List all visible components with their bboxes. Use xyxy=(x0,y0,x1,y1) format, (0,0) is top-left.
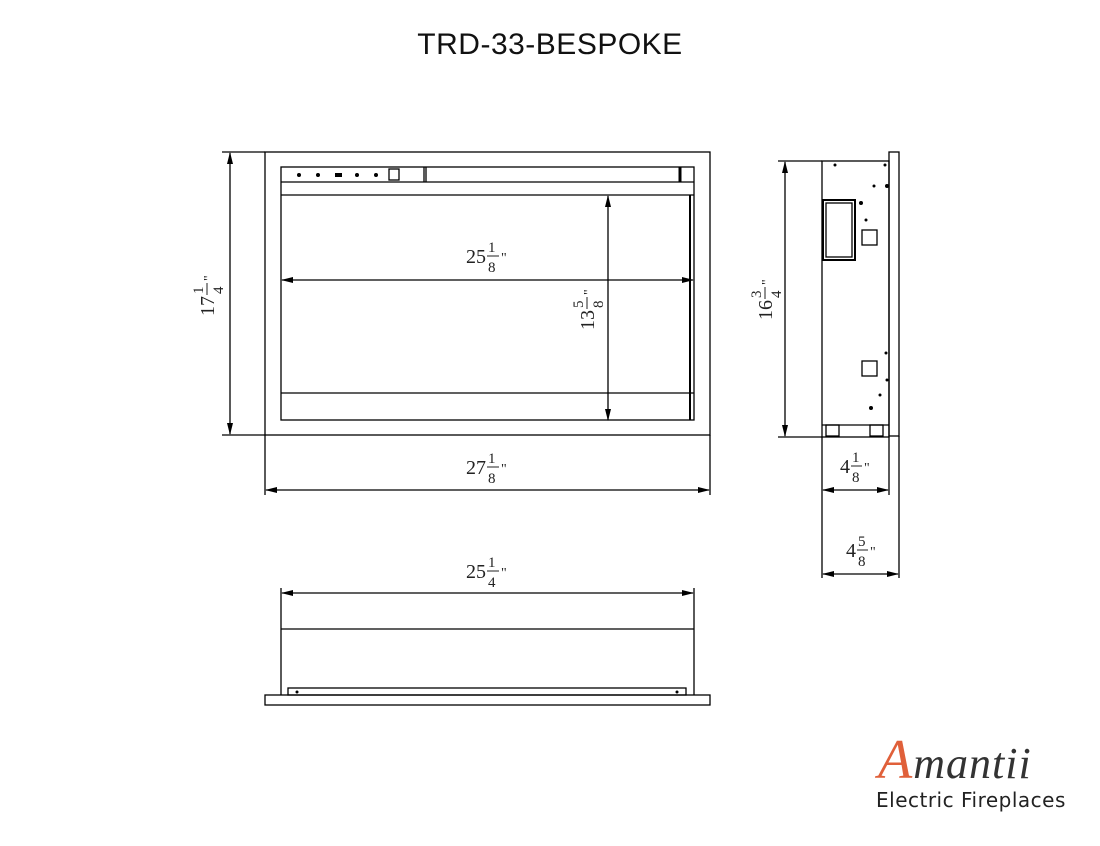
svg-text:1: 1 xyxy=(852,450,860,466)
svg-text:25: 25 xyxy=(466,246,486,268)
dim-inner-width: 25 1 8 " xyxy=(466,240,507,276)
svg-text:5: 5 xyxy=(571,301,587,309)
svg-text:4: 4 xyxy=(846,540,856,562)
svg-text:8: 8 xyxy=(488,260,496,276)
dim-body-depth: 4 1 8 " xyxy=(840,450,870,486)
svg-text:4: 4 xyxy=(840,456,850,478)
svg-text:": " xyxy=(501,462,507,477)
side-view xyxy=(778,151,900,578)
svg-text:8: 8 xyxy=(591,301,607,309)
svg-text:4: 4 xyxy=(211,286,227,294)
front-view xyxy=(222,151,711,495)
svg-text:3: 3 xyxy=(749,291,765,299)
svg-text:17: 17 xyxy=(197,296,219,316)
svg-text:8: 8 xyxy=(852,470,860,486)
brand-tagline: Electric Fireplaces xyxy=(876,788,1066,812)
dim-inner-height: 13 5 8 " xyxy=(571,289,607,330)
top-view xyxy=(264,588,711,706)
drawing-title: TRD-33-BESPOKE xyxy=(417,28,683,61)
dim-top-width: 25 1 4 " xyxy=(466,555,507,591)
svg-text:": " xyxy=(202,275,217,281)
svg-text:8: 8 xyxy=(858,554,866,570)
svg-text:8: 8 xyxy=(488,471,496,487)
svg-text:5: 5 xyxy=(858,534,866,550)
amantii-logo: Amantii Electric Fireplaces xyxy=(870,728,1090,818)
svg-text:": " xyxy=(864,461,870,476)
svg-text:16: 16 xyxy=(755,300,777,320)
svg-text:": " xyxy=(760,279,775,285)
svg-text:4: 4 xyxy=(488,575,496,591)
brand-name: Amantii xyxy=(878,729,1032,791)
svg-text:": " xyxy=(501,251,507,266)
dim-overall-width: 27 1 8 " xyxy=(466,451,507,487)
dim-overall-height: 17 1 4 " xyxy=(191,275,227,316)
svg-text:4: 4 xyxy=(769,290,785,298)
dim-total-depth: 4 5 8 " xyxy=(846,534,876,570)
svg-text:": " xyxy=(870,545,876,560)
svg-text:27: 27 xyxy=(466,457,486,479)
svg-text:": " xyxy=(582,289,597,295)
svg-text:1: 1 xyxy=(488,451,496,467)
svg-text:13: 13 xyxy=(577,310,599,330)
svg-text:1: 1 xyxy=(488,240,496,256)
dim-side-height: 16 3 4 " xyxy=(749,279,785,320)
svg-text:1: 1 xyxy=(488,555,496,571)
svg-text:1: 1 xyxy=(191,287,207,295)
svg-text:": " xyxy=(501,566,507,581)
svg-text:25: 25 xyxy=(466,561,486,583)
control-icons xyxy=(297,173,378,177)
